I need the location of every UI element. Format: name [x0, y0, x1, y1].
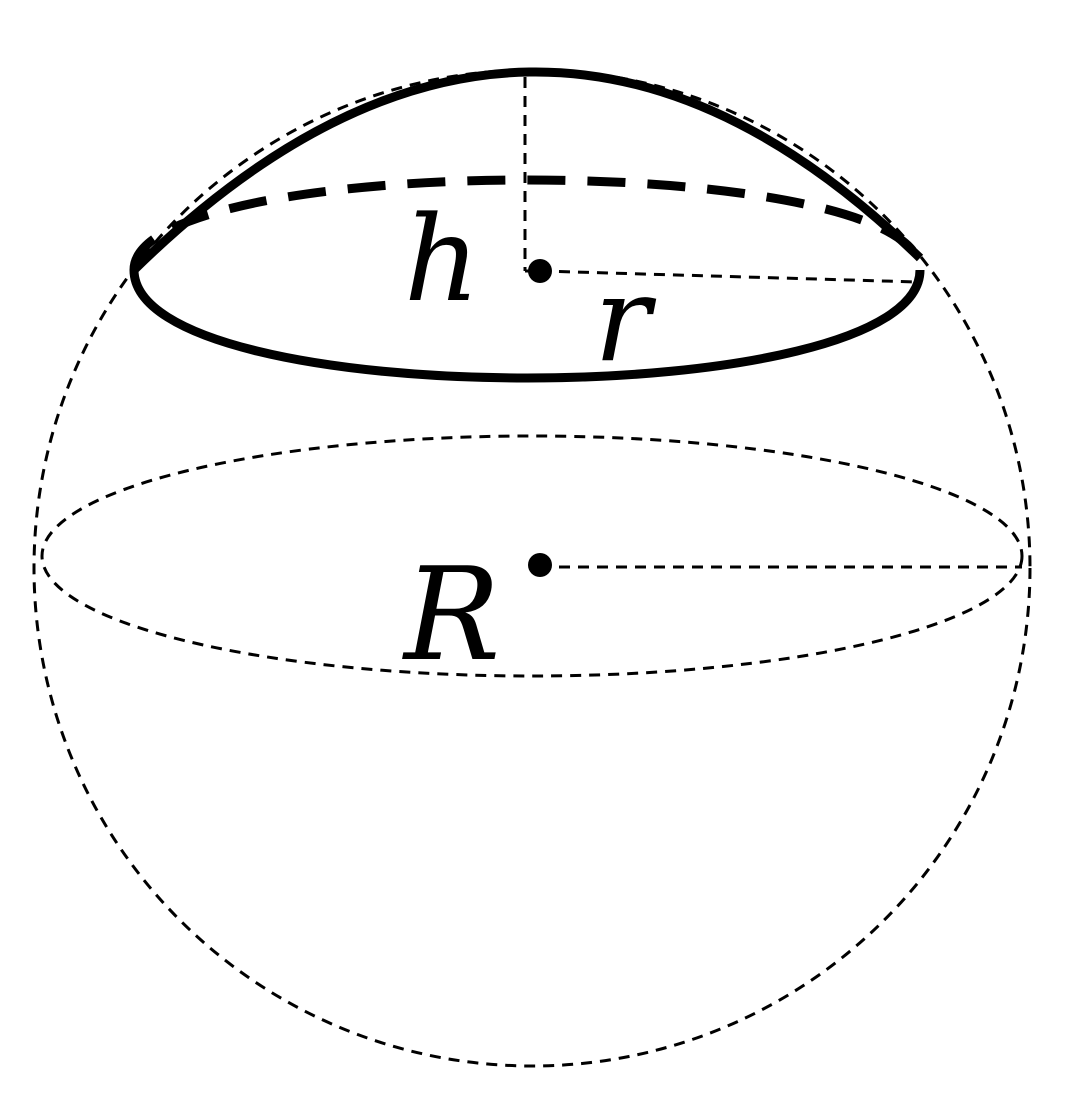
- label-R: R: [402, 541, 500, 690]
- sphere-center-point: [528, 553, 552, 577]
- cap-base-front-arc: [129, 269, 925, 383]
- label-r: r: [594, 250, 657, 388]
- cap-dome-arc: [130, 67, 924, 274]
- cap-base-back-arc: [129, 175, 925, 271]
- label-h: h: [404, 190, 480, 328]
- equator-ellipse: [40, 434, 1024, 678]
- cap-radius-line: [539, 269, 919, 284]
- cap-center-point: [528, 259, 552, 283]
